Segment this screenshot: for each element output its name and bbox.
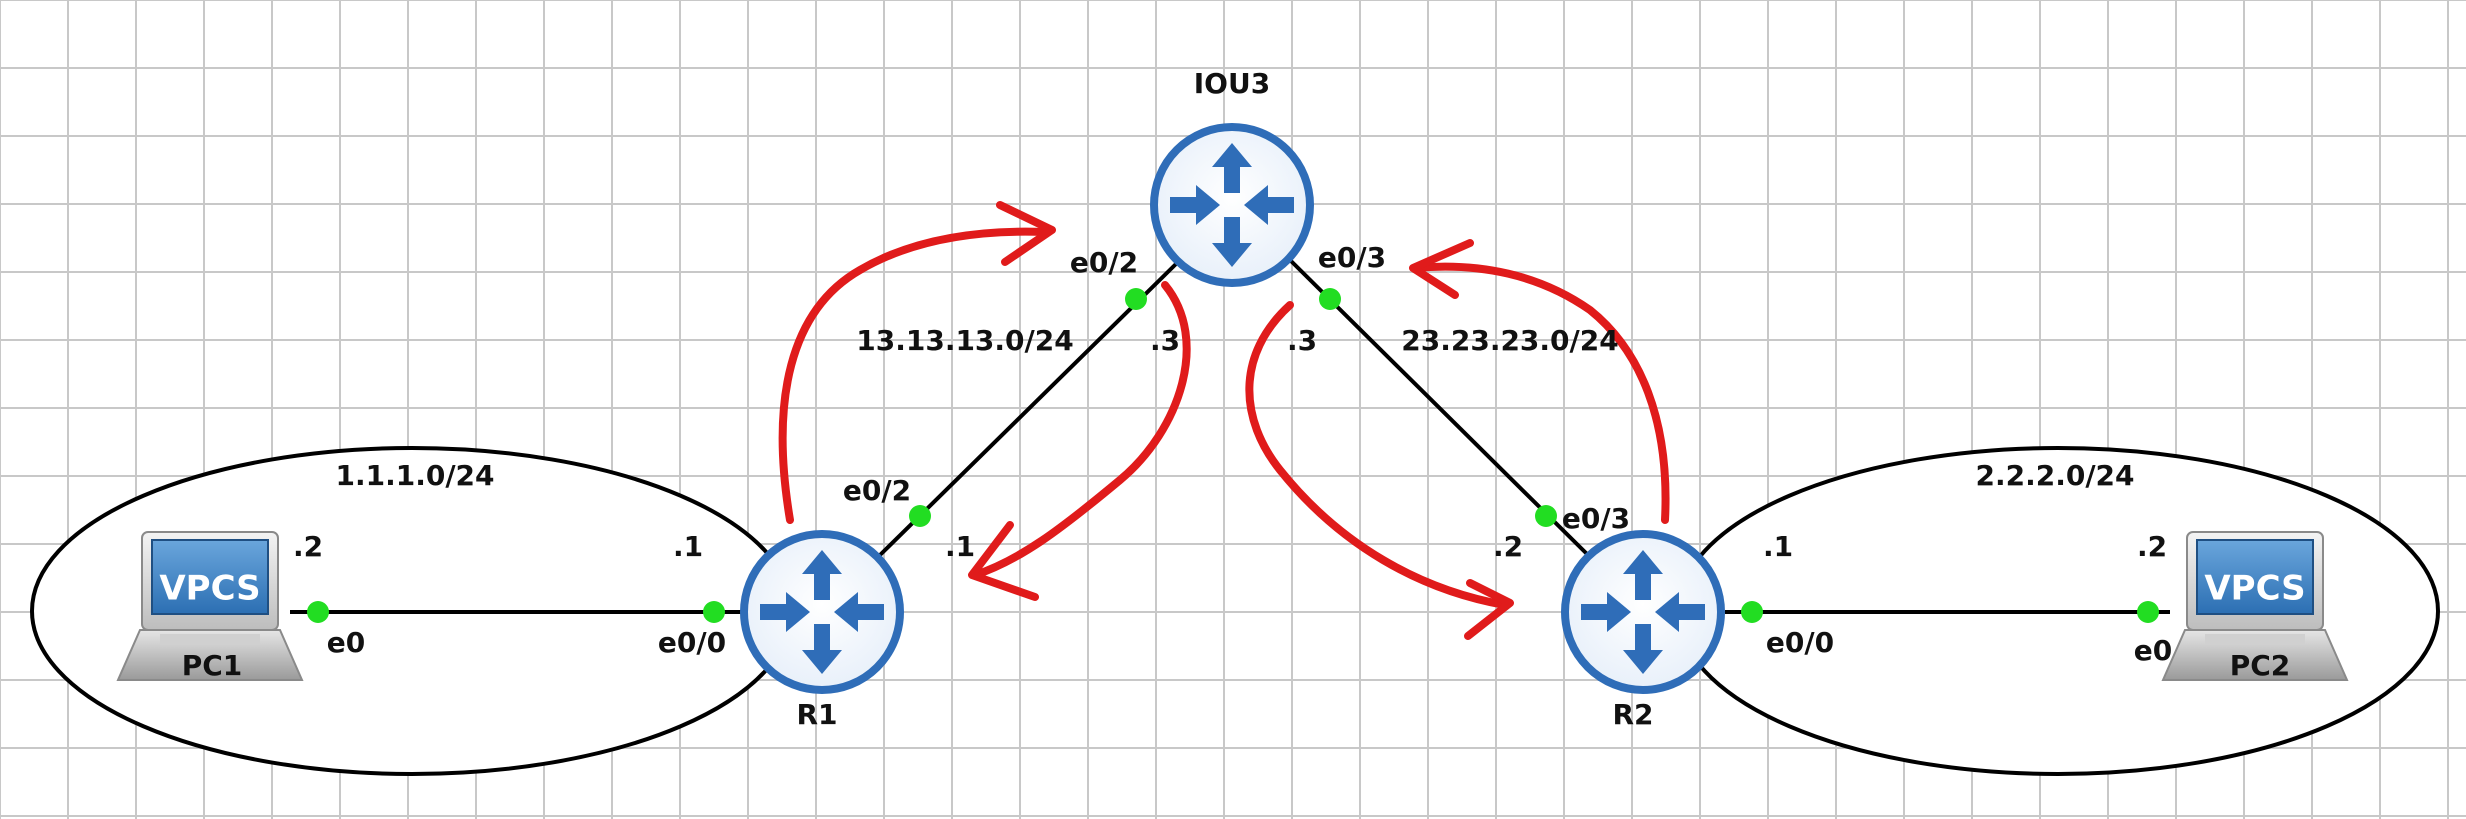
annotation-arrow-r1-to-iou3 bbox=[778, 227, 1049, 524]
port-dot-pc2-e0[interactable] bbox=[2137, 601, 2159, 623]
port-dot-iou3-e0-3[interactable] bbox=[1319, 288, 1341, 310]
device-label-pc1: PC1 bbox=[182, 649, 243, 682]
vpcs-pc-icon: VPCS bbox=[2161, 531, 2349, 681]
interface-label-iou3-e0-3: e0/3 bbox=[1318, 241, 1386, 274]
interface-label-r1-e0-0: e0/0 bbox=[658, 626, 726, 659]
host-octet-pc2: .2 bbox=[2137, 530, 2167, 563]
interface-label-pc2-e0: e0 bbox=[2134, 634, 2172, 667]
interface-label-r2-e0-3: e0/3 bbox=[1562, 502, 1630, 535]
host-octet-r1-link13: .1 bbox=[945, 530, 975, 563]
host-octet-iou3-link23: .3 bbox=[1287, 324, 1317, 357]
host-octet-r1-lan: .1 bbox=[673, 530, 703, 563]
links bbox=[290, 258, 2170, 614]
traffic-annotations bbox=[778, 201, 1670, 640]
router-iou3[interactable] bbox=[1150, 123, 1314, 287]
link-iou3-r2[interactable] bbox=[1288, 258, 1590, 557]
annotation-arrowhead-r2-to-iou3 bbox=[1409, 239, 1474, 299]
host-octet-pc1: .2 bbox=[293, 530, 323, 563]
host-octet-r2-lan: .1 bbox=[1763, 530, 1793, 563]
router-icon bbox=[1150, 123, 1314, 287]
device-label-r1: R1 bbox=[796, 698, 837, 731]
interface-label-pc1-e0: e0 bbox=[327, 626, 365, 659]
port-dot-r2-e0-3[interactable] bbox=[1535, 505, 1557, 527]
router-icon bbox=[740, 530, 904, 694]
annotation-arrowhead-iou3-to-r2 bbox=[1464, 579, 1514, 640]
network-label-link23: 23.23.23.0/24 bbox=[1401, 324, 1618, 357]
annotation-arrowhead-iou3-to-r1 bbox=[968, 521, 1039, 601]
router-icon bbox=[1561, 530, 1725, 694]
annotation-arrow-r2-to-iou3 bbox=[1411, 262, 1670, 524]
host-octet-r2-link23: .2 bbox=[1493, 530, 1523, 563]
annotation-arrow-iou3-to-r1 bbox=[971, 281, 1191, 579]
annotation-arrow-iou3-to-r2 bbox=[1245, 301, 1509, 609]
vpcs-pc-icon: VPCS bbox=[116, 531, 304, 681]
interface-label-iou3-e0-2: e0/2 bbox=[1070, 246, 1138, 279]
network-label-link13: 13.13.13.0/24 bbox=[856, 324, 1073, 357]
vpcs-screen-text: VPCS bbox=[2204, 569, 2305, 609]
port-dots bbox=[307, 288, 2159, 623]
interface-label-r2-e0-0: e0/0 bbox=[1766, 626, 1834, 659]
network-label-lan2: 2.2.2.0/24 bbox=[1975, 459, 2134, 492]
network-label-lan1: 1.1.1.0/24 bbox=[335, 459, 494, 492]
host-octet-iou3-link13: .3 bbox=[1150, 324, 1180, 357]
device-label-pc2: PC2 bbox=[2230, 649, 2291, 682]
router-r2[interactable] bbox=[1561, 530, 1725, 694]
port-dot-r2-e0-0[interactable] bbox=[1741, 601, 1763, 623]
interface-label-r1-e0-2: e0/2 bbox=[843, 474, 911, 507]
pc-pc1[interactable]: VPCS bbox=[116, 531, 304, 681]
device-label-r2: R2 bbox=[1612, 698, 1653, 731]
port-dot-r1-e0-0[interactable] bbox=[703, 601, 725, 623]
port-dot-pc1-e0[interactable] bbox=[307, 601, 329, 623]
port-dot-iou3-e0-2[interactable] bbox=[1125, 288, 1147, 310]
pc-pc2[interactable]: VPCS bbox=[2161, 531, 2349, 681]
router-r1[interactable] bbox=[740, 530, 904, 694]
link-r1-iou3[interactable] bbox=[878, 258, 1182, 557]
device-label-iou3: IOU3 bbox=[1194, 67, 1270, 100]
vpcs-screen-text: VPCS bbox=[159, 569, 260, 609]
port-dot-r1-e0-2[interactable] bbox=[909, 505, 931, 527]
annotation-arrowhead-r1-to-iou3 bbox=[996, 201, 1056, 266]
